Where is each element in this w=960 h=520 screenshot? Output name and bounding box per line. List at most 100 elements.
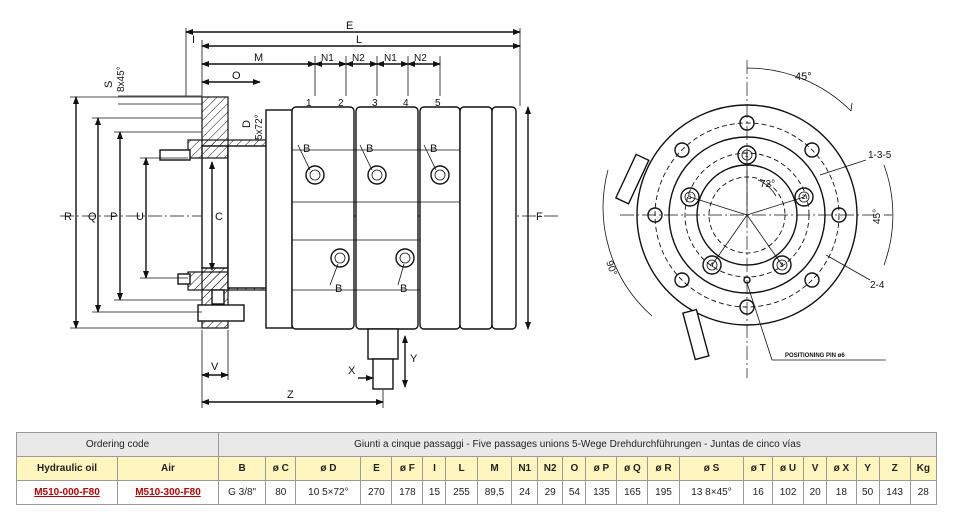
dim-x-label: X [348,365,356,377]
dim-o-label: O [232,70,241,82]
air-header: Air [117,456,219,481]
air-code-link[interactable]: M510-300-F80 [135,487,201,498]
port-b-2 [330,248,350,268]
value-cell: 28 [909,480,938,505]
dim-f-label: F [536,211,543,223]
dim-q-label: Q [88,211,97,223]
column-header: ø D [295,456,362,481]
port-b-5 [430,165,450,185]
angle-72-label: 72° [760,179,775,190]
value-cell: 29 [536,480,564,505]
port-number: 5 [435,98,441,109]
table-title: Giunti a cinque passaggi - Five passages… [218,432,937,457]
circle-number: 4 [710,263,714,269]
port-number: 2 [338,98,344,109]
column-header: ø U [772,456,805,481]
value-cell: 195 [647,480,680,505]
ports-24-label: 2-4 [870,280,885,291]
label-b: B [430,143,437,155]
hydraulic-code-link[interactable]: M510-000-F80 [34,487,100,498]
value-cell: 18 [826,480,857,505]
value-cell: 54 [562,480,587,505]
side-view: B B B B B 1 2 3 4 5 Y X E L I M [60,20,560,408]
value-cell: 50 [855,480,880,505]
dim-y-label: Y [410,353,418,365]
column-header: ø P [585,456,618,481]
column-header: Y [855,456,880,481]
value-cell: 80 [265,480,297,505]
value-cell: G 3/8" [217,480,267,505]
value-cell: 16 [743,480,774,505]
value-cell: 178 [391,480,424,505]
value-cell: 255 [445,480,478,505]
port-b-4 [395,248,415,268]
value-cell: 102 [772,480,805,505]
circle-number: 3 [780,263,784,269]
front-view: 1 2 3 4 5 POSITIONING PIN ø6 45° 72° 90°… [602,60,894,378]
label-b: B [366,143,373,155]
port-b-3 [367,165,387,185]
angle-45-right-label: 45° [872,209,883,224]
column-header: M [476,456,513,481]
dim-n2-label: N2 [414,53,427,64]
technical-drawing: B B B B B 1 2 3 4 5 Y X E L I M [60,20,894,408]
column-header: ø C [265,456,297,481]
value-cell: 89,5 [476,480,513,505]
dim-i-label: I [192,34,195,46]
dim-v-label: V [211,361,219,373]
hydraulic-code-cell[interactable]: M510-000-F80 [16,480,118,505]
dim-l-label: L [356,34,362,46]
value-cell: 270 [360,480,393,505]
angle-45-label: 45° [795,71,812,83]
outer-flange-circle [636,104,858,326]
value-cell: 15 [422,480,447,505]
ordering-table: Ordering code Giunti a cinque passaggi -… [16,432,938,505]
column-header: Kg [909,456,938,481]
positioning-pin-label: POSITIONING PIN ø6 [785,353,845,359]
dim-s-label: S [103,81,115,88]
air-code-cell[interactable]: M510-300-F80 [117,480,219,505]
chamfer-note: 8x45° [116,66,127,92]
column-header: ø S [678,456,745,481]
numbered-ports: 1 2 3 4 5 [680,145,814,275]
dim-d-label: D [241,120,253,128]
flange-top [201,96,229,147]
value-cell: 10 5×72° [295,480,362,505]
label-b: B [303,143,310,155]
column-header: ø F [391,456,424,481]
dim-e-label: E [346,20,353,32]
bolt-holes [647,115,847,315]
dim-r-label: R [64,211,72,223]
column-header: I [422,456,447,481]
circle-number: 5 [688,195,692,201]
ports-135-label: 1-3-5 [868,150,892,161]
value-cell: 13 8×45° [678,480,745,505]
angle-90-label: 90° [603,259,619,277]
value-cell: 165 [616,480,649,505]
port-number: 4 [403,98,409,109]
dim-c-label: C [215,211,223,223]
column-header: B [217,456,267,481]
label-b: B [400,283,407,295]
holes-note: 5x72° [254,114,265,140]
column-header: ø X [826,456,857,481]
column-header: Z [878,456,911,481]
value-cell: 20 [803,480,828,505]
port-number: 1 [306,98,312,109]
circle-number: 2 [802,195,806,201]
dim-n1-label: N1 [321,53,334,64]
dim-m-label: M [254,52,263,64]
column-header: N1 [511,456,538,481]
column-header: ø R [647,456,680,481]
value-cell: 143 [878,480,911,505]
column-header: O [562,456,587,481]
column-header: V [803,456,828,481]
port-b-1 [305,165,325,185]
dim-u-label: U [136,211,144,223]
column-header: ø T [743,456,774,481]
dim-z-label: Z [287,389,294,401]
ordering-code-header: Ordering code [16,432,219,457]
column-header: L [445,456,478,481]
column-header: E [360,456,393,481]
hydraulic-oil-header: Hydraulic oil [16,456,118,481]
